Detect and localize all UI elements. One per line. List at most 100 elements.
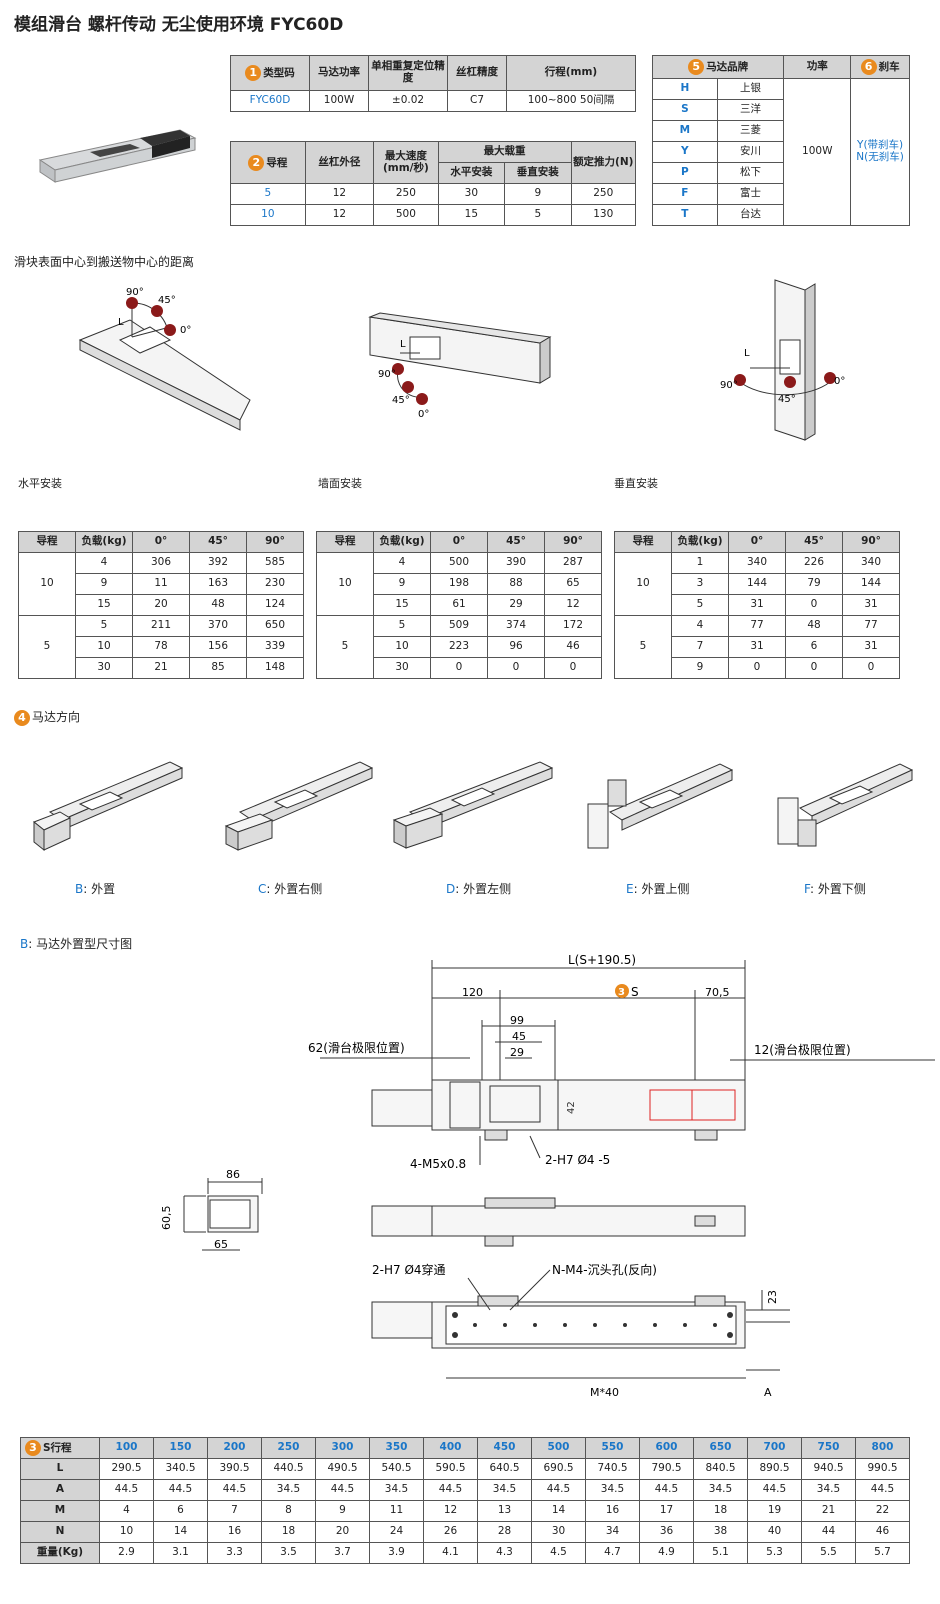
stroke-value-header: 350 [369, 1437, 424, 1459]
stroke-cell: 34 [585, 1521, 640, 1543]
load-header: 90° [544, 531, 602, 553]
spec2-cell: 12 [304, 204, 375, 226]
stroke-cell: 840.5 [693, 1458, 748, 1480]
lead-cell: 5 [18, 615, 76, 679]
stroke-value-header: 150 [153, 1437, 208, 1459]
stroke-cell: 5.1 [693, 1542, 748, 1564]
stroke-cell: 490.5 [315, 1458, 370, 1480]
stroke-cell: 390.5 [207, 1458, 262, 1480]
spec2-cell: 5 [230, 183, 306, 205]
angle-45-label: 45° [158, 295, 176, 306]
dim-23: 23 [766, 1290, 779, 1304]
dim-m40: M*40 [590, 1386, 619, 1399]
dim-29: 29 [510, 1046, 524, 1059]
spec2-cell: 130 [570, 204, 637, 226]
brand-name: 台达 [716, 204, 785, 226]
stroke-cell: 7 [207, 1500, 262, 1522]
stroke-cell: 4 [99, 1500, 154, 1522]
dim-h7a: 2-H7 Ø4 -5 [545, 1153, 610, 1167]
spec2-cell: 250 [570, 183, 637, 205]
stroke-cell: 3.9 [369, 1542, 424, 1564]
stroke-value-header: 700 [747, 1437, 802, 1459]
power-value: 100W [783, 78, 852, 226]
stroke-cell: 28 [477, 1521, 532, 1543]
badge-2: 2 [248, 154, 265, 171]
brand-code: P [652, 162, 718, 184]
stroke-cell: 30 [531, 1521, 586, 1543]
motor-d-image [392, 761, 554, 849]
dim-m5: 4-M5x0.8 [410, 1157, 466, 1171]
spec2-header-speed: 最大速度(mm/秒) [373, 141, 439, 184]
stroke-cell: 5.3 [747, 1542, 802, 1564]
brand-name: 上银 [716, 78, 785, 100]
spec2-cell: 10 [230, 204, 306, 226]
load-header: 90° [246, 531, 304, 553]
angle-90-label: 90° [378, 369, 396, 380]
dimension-title: B: 马达外置型尺寸图 [20, 937, 133, 951]
stroke-cell: 940.5 [801, 1458, 856, 1480]
stroke-cell: 4.1 [423, 1542, 478, 1564]
stroke-cell: 44 [801, 1521, 856, 1543]
stroke-cell: 26 [423, 1521, 478, 1543]
dim-nm4: N-M4-沉头孔(反向) [552, 1262, 657, 1277]
spec1-cell: FYC60D [230, 90, 310, 112]
dim-99: 99 [510, 1014, 524, 1027]
spec2-header-load: 最大载重 [437, 141, 572, 163]
dim-A: A [764, 1386, 772, 1399]
stroke-cell: 36 [639, 1521, 694, 1543]
load-header: 负载(kg) [75, 531, 133, 553]
caption-horizontal: 水平安装 [18, 477, 62, 490]
length-label: L [744, 348, 750, 359]
stroke-value-header: 450 [477, 1437, 532, 1459]
stroke-cell: 34.5 [693, 1479, 748, 1501]
stroke-cell: 690.5 [531, 1458, 586, 1480]
spec1-header-stroke: 行程(mm) [506, 55, 636, 91]
brake-values: Y(带刹车)N(无刹车) [850, 78, 910, 226]
stroke-cell: 44.5 [639, 1479, 694, 1501]
product-image [38, 129, 197, 183]
stroke-cell: 20 [315, 1521, 370, 1543]
diagram-wall: 90° 45° 0° L [368, 312, 552, 420]
brand-name: 三洋 [716, 99, 785, 121]
badge-5: 5 [688, 59, 705, 75]
stroke-cell: 4.5 [531, 1542, 586, 1564]
stroke-cell: 44.5 [207, 1479, 262, 1501]
dim-42: 42 [566, 1101, 577, 1114]
spec2-header-thrust: 额定推力(N) [570, 141, 637, 184]
brand-code: T [652, 204, 718, 226]
stroke-value-header: 750 [801, 1437, 856, 1459]
angle-0-label: 0° [418, 409, 429, 420]
load-header: 0° [132, 531, 190, 553]
stroke-cell: 10 [99, 1521, 154, 1543]
load-header: 导程 [614, 531, 672, 553]
brand-code: S [652, 99, 718, 121]
stroke-cell: 46 [855, 1521, 910, 1543]
brand-code: H [652, 78, 718, 100]
brand-code: M [652, 120, 718, 142]
lead-cell: 5 [614, 615, 672, 679]
brand-code: F [652, 183, 718, 205]
dim-L: L(S+190.5) [568, 953, 636, 967]
stroke-cell: 34.5 [369, 1479, 424, 1501]
stroke-cell: 18 [693, 1500, 748, 1522]
stroke-cell: 13 [477, 1500, 532, 1522]
stroke-value-header: 550 [585, 1437, 640, 1459]
stroke-cell: 5.7 [855, 1542, 910, 1564]
dimension-drawing: 42 [160, 953, 935, 1399]
spec1-header-screw: 丝杠精度 [447, 55, 507, 91]
motor-d-caption: D: 外置左侧 [446, 882, 512, 896]
stroke-cell: 9 [315, 1500, 370, 1522]
stroke-value-header: 200 [207, 1437, 262, 1459]
stroke-cell: 4.3 [477, 1542, 532, 1564]
lead-cell: 10 [614, 552, 672, 616]
spec2-cell: 12 [304, 183, 375, 205]
badge-4: 4 [14, 709, 30, 726]
stroke-value-header: 100 [99, 1437, 154, 1459]
load-header: 负载(kg) [373, 531, 431, 553]
stroke-cell: 38 [693, 1521, 748, 1543]
